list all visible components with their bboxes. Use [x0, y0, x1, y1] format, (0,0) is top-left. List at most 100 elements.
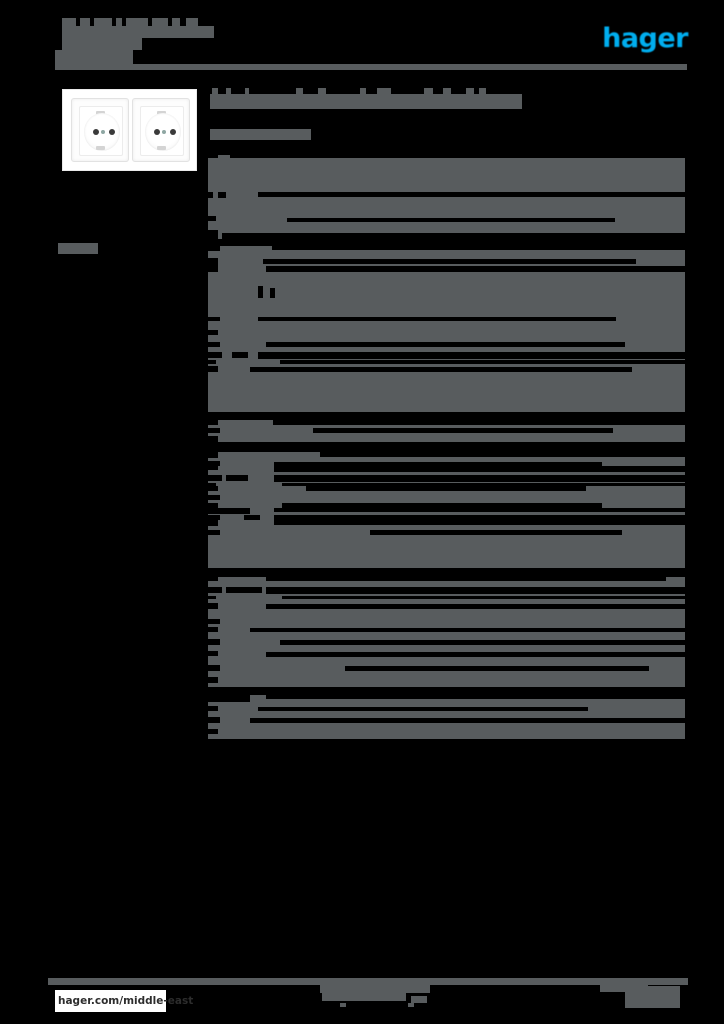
- table-cell-text-knockout: [258, 192, 685, 197]
- table-row: [208, 715, 685, 739]
- page-title-ascender: [318, 88, 326, 95]
- table-cell-text-knockout: [258, 286, 263, 298]
- socket-pin-live-icon: [154, 129, 160, 135]
- table-cell-text-knockout: [208, 155, 218, 158]
- table-cell-text-knockout: [208, 366, 218, 372]
- table-row: [208, 695, 685, 715]
- page-title-ascender: [212, 88, 218, 95]
- table-row: [208, 264, 685, 278]
- table-cell-text-knockout: [226, 587, 262, 593]
- table-row: [208, 577, 685, 599]
- socket-right: [132, 98, 190, 162]
- header-title-redacted: [0, 0, 724, 80]
- footer-url[interactable]: hager.com/middle-east: [55, 990, 193, 1012]
- header-title-line: [55, 50, 133, 64]
- header-title-line: [62, 18, 76, 26]
- header-title-line: [152, 18, 168, 26]
- table-cell-text-knockout: [266, 695, 685, 699]
- table-row-gap: [208, 568, 685, 577]
- table-row: [208, 627, 685, 651]
- table-cell-text-knockout: [230, 155, 685, 158]
- table-cell-text-knockout: [266, 652, 685, 657]
- table-cell-text-knockout: [270, 288, 275, 298]
- table-cell-text-knockout: [208, 342, 220, 347]
- page-title-ascender: [360, 88, 366, 95]
- table-cell-text-knockout: [208, 596, 216, 599]
- footer-divider: [48, 978, 688, 985]
- table-cell-text-knockout: [274, 520, 685, 525]
- table-cell-text-knockout: [282, 596, 685, 599]
- table-cell-text-knockout: [208, 695, 250, 702]
- sidebar-label-redacted: [58, 243, 98, 254]
- table-cell-text-knockout: [250, 718, 685, 723]
- table-row: [208, 246, 685, 264]
- table-cell-text-knockout: [208, 577, 218, 581]
- footer-right-block: [625, 986, 680, 1008]
- table-cell-text-knockout: [244, 515, 260, 520]
- table-cell-text-knockout: [222, 233, 685, 239]
- table-cell-text-knockout: [208, 619, 220, 624]
- header-title-line: [186, 18, 198, 26]
- table-cell-text-knockout: [208, 352, 222, 358]
- page-title-ascender: [296, 88, 303, 95]
- table-cell-text-knockout: [266, 266, 685, 272]
- table-cell-text-knockout: [208, 729, 218, 734]
- header-title-line: [172, 18, 180, 26]
- table-cell-text-knockout: [272, 246, 685, 250]
- table-row: [208, 155, 685, 198]
- table-cell-text-knockout: [208, 360, 216, 364]
- table-cell-text-knockout: [306, 486, 586, 491]
- table-row-gap: [208, 412, 685, 420]
- socket-pin-center-icon: [101, 130, 105, 134]
- table-row: [208, 328, 685, 350]
- table-cell-text-knockout: [208, 530, 220, 535]
- table-cell-text-knockout: [282, 483, 685, 486]
- page-title-ascender: [443, 88, 451, 95]
- socket-pin-neutral-icon: [170, 129, 176, 135]
- page-title-ascender: [424, 88, 433, 95]
- specification-table: [208, 155, 685, 739]
- table-cell-text-knockout: [274, 475, 685, 482]
- table-row: [208, 420, 685, 442]
- page-title-ascender: [466, 88, 474, 95]
- table-cell-text-knockout: [208, 216, 216, 221]
- table-cell-text-knockout: [208, 495, 220, 500]
- table-cell-text-knockout: [266, 342, 625, 347]
- page-subtitle-redacted: [210, 129, 311, 140]
- table-cell-text-knockout: [208, 246, 220, 251]
- table-cell-text-knockout: [263, 259, 636, 264]
- table-row: [208, 278, 685, 328]
- header-title-line: [80, 18, 90, 26]
- table-cell-text-knockout: [258, 317, 616, 321]
- socket-left: [71, 98, 129, 162]
- table-cell-text-knockout: [258, 707, 588, 711]
- table-cell-text-knockout: [208, 452, 218, 458]
- table-cell-text-knockout: [208, 503, 218, 508]
- table-cell-text-knockout: [208, 603, 218, 609]
- page-title-ascender: [226, 88, 231, 95]
- table-cell-text-knockout: [208, 461, 220, 466]
- table-cell-text-knockout: [320, 452, 685, 457]
- table-cell-text-knockout: [208, 420, 218, 425]
- table-row-gap: [208, 687, 685, 695]
- table-cell-text-knockout: [208, 627, 218, 632]
- earth-clip-bottom-icon: [96, 146, 105, 150]
- earth-clip-bottom-icon: [157, 146, 166, 150]
- table-cell-text-knockout: [232, 352, 248, 358]
- table-cell-text-knockout: [208, 651, 218, 656]
- header-title-line: [62, 38, 142, 50]
- table-cell-text-knockout: [208, 330, 218, 335]
- table-cell-text-knockout: [208, 436, 218, 442]
- table-cell-text-knockout: [258, 352, 685, 359]
- footer-center-block: [320, 985, 430, 993]
- table-cell-text-knockout: [208, 639, 220, 645]
- page-title-ascenders: [0, 0, 724, 120]
- table-cell-text-knockout: [250, 628, 685, 632]
- table-cell-text-knockout: [208, 258, 218, 264]
- table-cell-text-knockout: [274, 462, 602, 466]
- table-cell-text-knockout: [345, 666, 649, 671]
- table-row: [208, 651, 685, 687]
- table-cell-text-knockout: [208, 520, 218, 526]
